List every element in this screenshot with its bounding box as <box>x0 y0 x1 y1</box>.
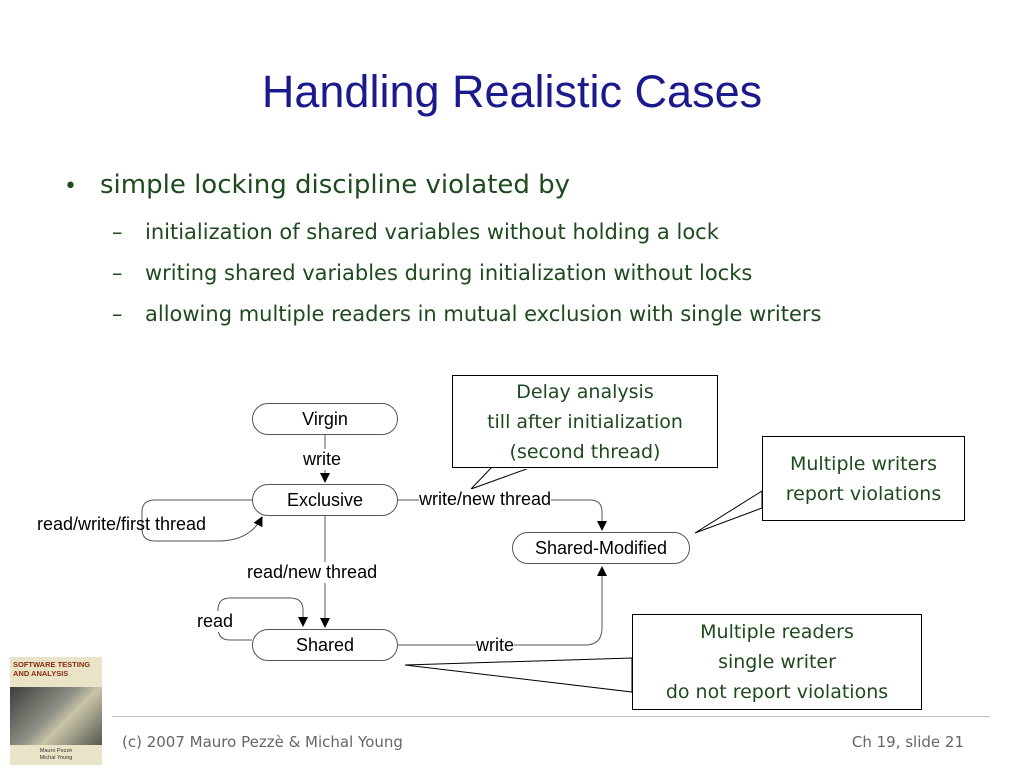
state-shared-modified: Shared-Modified <box>512 532 690 564</box>
edge-exclusive-self-loop <box>141 499 263 542</box>
edge-exclusive-shared-modified <box>398 499 607 531</box>
edge-shared-self-loop <box>217 597 308 641</box>
book-cover-authors: Mauro Pezzè Michal Young <box>10 745 102 765</box>
edge-label-read-new-thread: read/new thread <box>247 562 378 583</box>
bullet-mark: • <box>64 174 77 199</box>
state-virgin: Virgin <box>252 403 398 435</box>
callout-multiple-writers: Multiple writers report violations <box>762 436 965 521</box>
bullet-main-text: simple locking discipline violated by <box>100 170 571 200</box>
callout-delay-pointer <box>470 466 533 490</box>
edge-label-read-write-first-thread: read/write/first thread <box>37 514 207 534</box>
book-cover-image: SOFTWARE TESTING AND ANALYSIS Mauro Pezz… <box>10 657 102 765</box>
book-cover-title-band <box>10 657 102 687</box>
callout-line: Multiple readers <box>700 621 854 643</box>
callout-readers-pointer <box>404 657 633 693</box>
sub-bullet-3: –allowing multiple readers in mutual exc… <box>112 302 821 326</box>
callout-writers-pointer <box>694 490 763 534</box>
bullet-main: • simple locking discipline violated by <box>64 170 570 200</box>
sub-bullet-mark: – <box>112 302 123 326</box>
book-cover-photo <box>10 687 102 745</box>
sub-bullet-text: initialization of shared variables witho… <box>145 220 719 244</box>
book-cover-author: Mauro Pezzè <box>39 748 73 754</box>
sub-bullet-mark: – <box>112 220 123 244</box>
callout-delay-analysis: Delay analysis till after initialization… <box>452 375 718 468</box>
book-cover-title-line: AND ANALYSIS <box>13 669 69 678</box>
footer-divider <box>112 716 990 717</box>
book-cover-author: Michal Young <box>39 755 73 761</box>
state-shared: Shared <box>252 629 398 661</box>
callout-line: report violations <box>785 483 942 505</box>
callout-line: (second thread) <box>509 441 661 463</box>
edge-label-write-shared: write <box>476 635 515 656</box>
sub-bullet-text: allowing multiple readers in mutual excl… <box>145 302 822 326</box>
slide-title: Handling Realistic Cases <box>261 66 763 117</box>
callout-line: do not report violations <box>665 681 889 703</box>
edge-shared-shared-modified <box>398 566 607 646</box>
sub-bullet-1: –initialization of shared variables with… <box>112 220 719 244</box>
sub-bullet-mark: – <box>112 261 123 285</box>
edge-label-write-new-thread: write/new thread <box>419 489 552 510</box>
edge-label-write-virgin: write <box>303 449 342 470</box>
callout-line: Delay analysis <box>516 381 654 403</box>
callout-line: Multiple writers <box>790 453 937 475</box>
state-exclusive: Exclusive <box>252 484 398 516</box>
callout-line: single writer <box>718 651 836 673</box>
callout-line: till after initialization <box>487 411 683 433</box>
book-cover-title-line: SOFTWARE TESTING <box>13 660 91 669</box>
footer-copyright: (c) 2007 Mauro Pezzè & Michal Young <box>122 733 403 751</box>
callout-multiple-readers: Multiple readers single writer do not re… <box>632 614 922 710</box>
sub-bullet-2: –writing shared variables during initial… <box>112 261 752 285</box>
footer-slide-number: Ch 19, slide 21 <box>851 733 964 751</box>
edge-label-read: read <box>197 611 234 632</box>
sub-bullet-text: writing shared variables during initiali… <box>145 261 753 285</box>
book-cover-title: SOFTWARE TESTING AND ANALYSIS <box>13 660 90 678</box>
